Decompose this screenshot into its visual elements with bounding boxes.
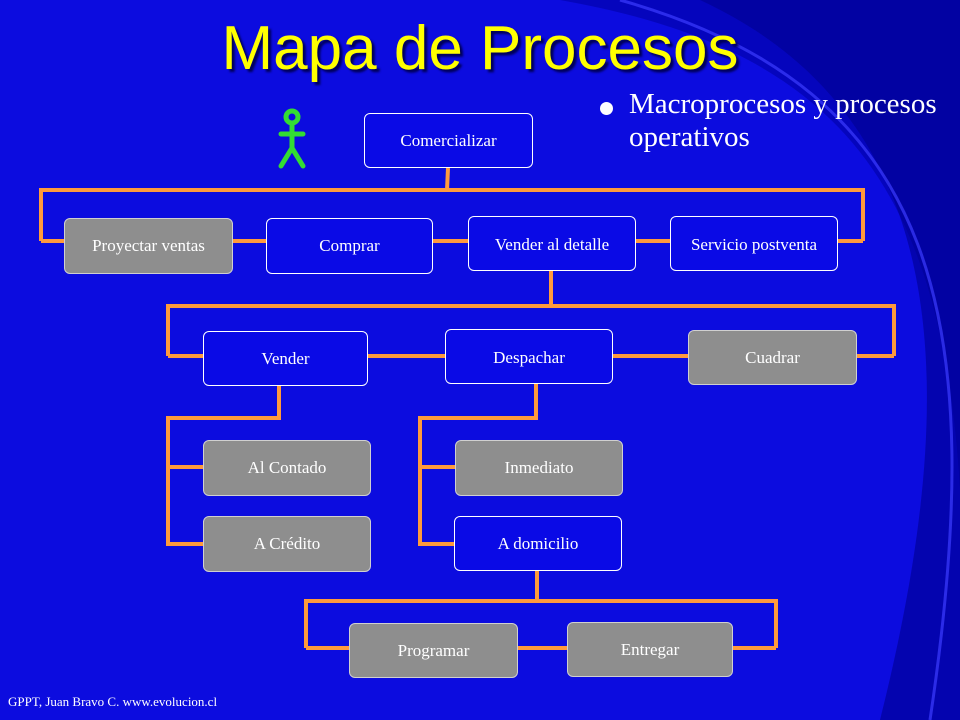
node-a-domicilio[interactable]: A domicilio: [454, 516, 622, 571]
bullet-dot-icon: [600, 102, 613, 115]
stick-figure-icon: [278, 108, 306, 169]
node-label: Proyectar ventas: [92, 236, 205, 255]
bullet-item: Macroprocesos y procesos operativos: [600, 88, 940, 154]
node-label: Servicio postventa: [690, 235, 818, 254]
node-vender-al-detalle[interactable]: Vender al detalle: [468, 216, 636, 271]
node-label: Programar: [397, 640, 470, 660]
node-al-contado[interactable]: Al Contado: [203, 440, 371, 496]
node-a-credito[interactable]: A Crédito: [203, 516, 371, 572]
node-comercializar[interactable]: Comercializar: [364, 113, 533, 168]
node-vender[interactable]: Vender: [203, 331, 368, 386]
node-label: Comercializar: [400, 130, 497, 150]
connector-despachar: [418, 384, 538, 546]
node-label: Inmediato: [504, 458, 574, 477]
connector-level4-bar: [304, 599, 778, 648]
node-label: Entregar: [620, 639, 680, 659]
node-label: Vender al detalle: [494, 235, 610, 254]
node-label: Cuadrar: [745, 347, 800, 367]
footer-credit: GPPT, Juan Bravo C. www.evolucion.cl: [8, 694, 218, 709]
bullet-text: Macroprocesos y procesos operativos: [629, 88, 937, 153]
node-proyectar-ventas[interactable]: Proyectar ventas: [64, 218, 233, 274]
node-label: A Crédito: [253, 534, 321, 553]
connector-vender: [166, 386, 281, 546]
node-label: Comprar: [319, 236, 380, 255]
node-entregar[interactable]: Entregar: [567, 622, 733, 677]
slide-title: Mapa de Procesos: [221, 14, 739, 83]
node-servicio-postventa[interactable]: Servicio postventa: [670, 216, 838, 271]
node-label: Al Contado: [247, 458, 327, 477]
node-despachar[interactable]: Despachar: [445, 329, 613, 384]
node-label: A domicilio: [497, 533, 579, 553]
connector-level1-bar: [39, 188, 865, 241]
node-label: Despachar: [493, 348, 565, 367]
node-inmediato[interactable]: Inmediato: [455, 440, 623, 496]
node-label: Vender: [261, 348, 310, 368]
connector-comercializar: [445, 167, 450, 191]
connector-level2-bar: [166, 304, 896, 356]
node-programar[interactable]: Programar: [349, 623, 518, 678]
node-cuadrar[interactable]: Cuadrar: [688, 330, 857, 385]
node-comprar[interactable]: Comprar: [266, 218, 433, 274]
